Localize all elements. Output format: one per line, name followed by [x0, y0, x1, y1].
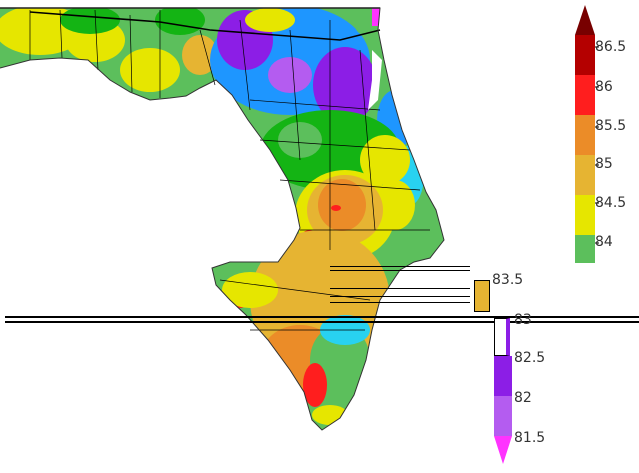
legend-bottom-swatch-3 — [494, 356, 512, 396]
legend-bottom-label-4: 82 — [514, 390, 532, 406]
glitch-line-7 — [5, 321, 639, 323]
legend-top-colorbar — [575, 5, 599, 263]
zone-yellow-top — [245, 8, 295, 32]
legend-top-label-5: 84.5 — [595, 195, 627, 211]
legend-bottom-swatch-1 — [474, 280, 490, 312]
zone-yellow-sw — [222, 272, 278, 308]
zone-yellow-keys — [312, 405, 348, 425]
glitch-line-1 — [330, 266, 470, 267]
legend-top-swatch-6 — [575, 235, 595, 263]
legend-top-label-1: 86.5 — [595, 39, 627, 55]
legend-top-label-4: 85 — [595, 156, 613, 172]
zone-green-ne — [355, 15, 375, 35]
legend-top-label-6: 84 — [595, 234, 613, 250]
glitch-line-3 — [330, 288, 470, 289]
zone-lightpurple — [268, 57, 312, 93]
legend-top-swatch-1 — [575, 35, 595, 75]
st-johns-river — [368, 50, 382, 110]
zone-orange-tampa — [318, 179, 366, 231]
coastline — [0, 7, 445, 431]
legend-top-swatch-3 — [575, 115, 595, 155]
zone-yellow-bend — [120, 48, 180, 92]
zone-magenta-corner — [372, 8, 380, 26]
legend-top-label-3: 85.5 — [595, 118, 627, 134]
zone-darkgreen-north — [155, 8, 205, 35]
zone-gold-north — [182, 35, 218, 75]
legend-top-swatch-2 — [575, 75, 595, 115]
legend-bottom-swatch-4 — [494, 396, 512, 436]
legend-top-arrow — [575, 5, 595, 35]
legend-top-ticks — [595, 46, 599, 244]
glitch-line-6 — [5, 316, 639, 318]
legend-bottom-swatch-2 — [494, 318, 510, 356]
legend-bottom-label-2: 83 — [514, 312, 532, 328]
glitch-line-4 — [330, 296, 470, 297]
legend-top-swatch-4 — [575, 155, 595, 195]
zone-green-central — [278, 122, 322, 158]
legend-top-swatch-5 — [575, 195, 595, 235]
glitch-line-5 — [330, 302, 470, 303]
legend-bottom-arrow — [494, 436, 512, 464]
zone-darkgreen-nw — [60, 8, 120, 34]
legend-bottom-label-3: 82.5 — [514, 350, 546, 366]
zone-red-south — [303, 363, 327, 407]
legend-top-label-2: 86 — [595, 79, 613, 95]
legend-bottom-label-5: 81.5 — [514, 430, 546, 446]
legend-bottom-label-1: 83.5 — [492, 272, 524, 288]
glitch-line-2 — [330, 270, 470, 271]
zone-red-tampa — [331, 205, 341, 211]
county-borders — [29, 9, 430, 331]
